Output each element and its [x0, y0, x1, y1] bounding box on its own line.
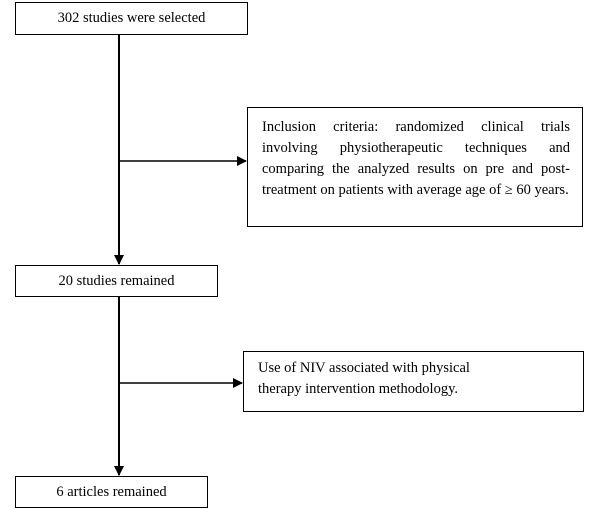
- step-selected-box: 302 studies were selected: [15, 2, 248, 35]
- step-selected-label: 302 studies were selected: [57, 10, 206, 26]
- step-articles-label: 6 articles remained: [56, 483, 167, 500]
- step-remained-label: 20 studies remained: [58, 272, 175, 289]
- step-articles-box: 6 articles remained: [15, 476, 208, 508]
- niv-criteria-line-1: Use of NIV associated with physical: [258, 360, 470, 376]
- step-remained-box: 20 studies remained: [15, 265, 218, 297]
- inclusion-criteria-box: Inclusion criteria: randomized clinical …: [247, 107, 583, 227]
- niv-criteria-line-2: therapy intervention methodology.: [258, 381, 458, 397]
- inclusion-criteria-text: Inclusion criteria: randomized clinical …: [262, 119, 570, 198]
- niv-criteria-box: Use of NIV associated with physical ther…: [243, 351, 584, 412]
